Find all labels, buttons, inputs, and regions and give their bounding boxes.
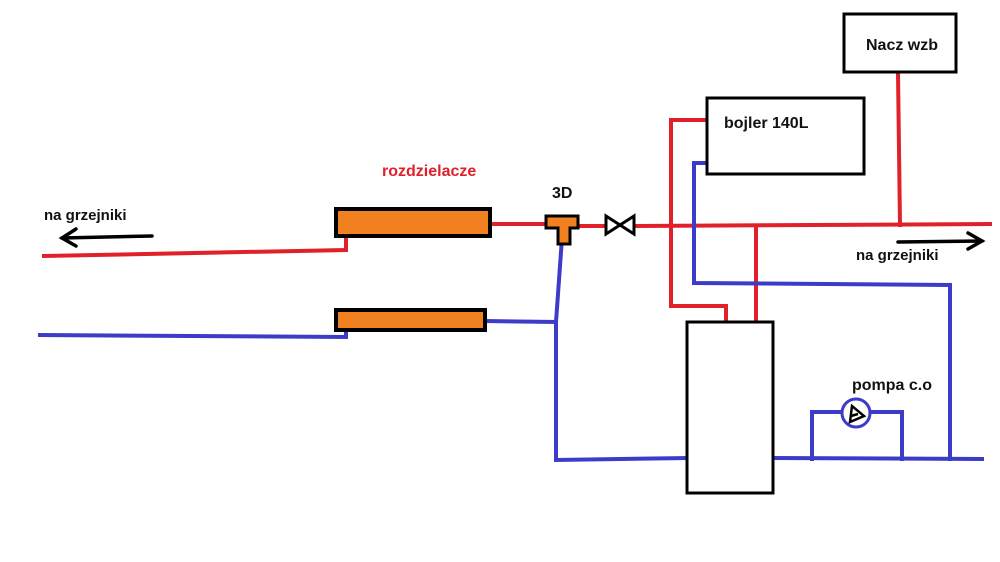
manifold-lower [334,308,487,332]
supply-pipe-boiler [669,118,728,324]
expansion-vessel-label: Nacz wzb [866,37,938,54]
expansion-vessel-box [842,12,958,74]
return-pipe-tank-out [770,455,985,462]
radiators-left-label: na grzejniki [44,207,127,224]
return-pipe-left [37,326,348,340]
radiators-right-label: na grzejniki [856,247,939,264]
supply-pipe-left [41,234,348,259]
arrow-right-icon [896,231,986,251]
manifold-upper [334,207,492,238]
return-pipe-riser [554,235,691,463]
boiler-body [685,320,775,495]
supply-pipe-expansion [895,70,903,228]
supply-pipe-header [633,221,993,229]
manifold-label: rozdzielacze [382,163,476,180]
boiler-tank-box [705,96,866,176]
three-way-valve [544,214,580,246]
valve-3d-label: 3D [552,185,572,202]
return-pipe-boiler [692,161,952,461]
gate-valve-icon [604,213,636,237]
boiler-tank-label: bojler 140L [724,115,809,132]
arrow-left-icon [58,227,154,248]
pump-label: pompa c.o [852,377,932,394]
return-pipe-manifold [483,318,559,325]
pump-icon [840,397,872,429]
